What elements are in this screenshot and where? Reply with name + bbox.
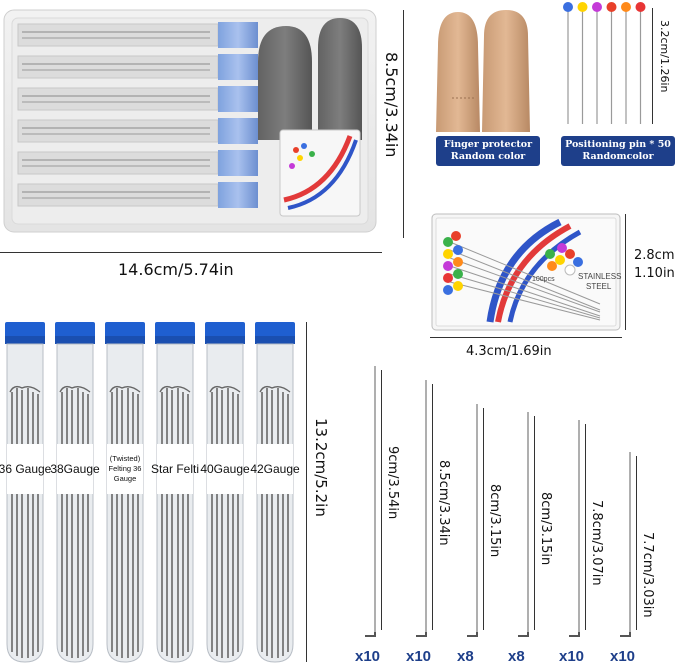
needle-illustration [569, 420, 580, 637]
positioning-pin [635, 2, 646, 124]
pins-illustration [563, 2, 646, 124]
storage-box-width-line [0, 252, 382, 253]
needle-count: x10 [406, 648, 432, 665]
tube-height-label: 13.2cm/5.2in [312, 418, 330, 517]
tube-label: 38Gauge [50, 444, 100, 494]
needle-tube: 36 Gauge [0, 322, 51, 664]
tube-illustration [205, 322, 245, 663]
needle-length-label: 8cm/3.15in [487, 484, 502, 558]
needle-tube: 40Gauge [200, 322, 250, 664]
pin-box: 100pcs STAINLESS STEEL [430, 212, 622, 334]
positioning-pin-label-1: Positioning pin * 50 [565, 139, 671, 150]
needle-illustration [467, 404, 478, 637]
leather-thimbles-illustration [436, 10, 530, 132]
positioning-pin [606, 2, 617, 124]
pin-box-illustration [431, 213, 621, 331]
storage-box-height-line [403, 10, 404, 238]
needle-length-line [381, 370, 382, 630]
needle-length-line [432, 384, 433, 630]
positioning-pin [592, 2, 602, 124]
tube-label: 42Gauge [250, 444, 300, 494]
needle-count: x10 [559, 648, 585, 665]
tube-label: 40Gauge [200, 444, 250, 494]
felting-needle: 8.5cm/3.34in x10 [406, 360, 456, 668]
tube-illustration [105, 322, 145, 663]
needle-length-label: 8cm/3.15in [538, 492, 553, 566]
needle-illustration [365, 366, 376, 637]
pin-box-height-label-2: 1.10in [634, 266, 675, 281]
tube-illustration [5, 322, 45, 663]
needle-length-line [636, 456, 637, 630]
finger-protector-label-1: Finger protector [443, 139, 533, 150]
pin-length-line [652, 8, 653, 124]
needle-illustration [620, 452, 631, 637]
positioning-pins [560, 0, 650, 130]
tube-label: Star Felti [151, 444, 199, 494]
needle-length-label: 8.5cm/3.34in [436, 460, 451, 546]
positioning-pin [563, 2, 573, 124]
storage-box-width-label: 14.6cm/5.74in [118, 260, 234, 279]
felting-needle: 7.7cm/3.03in x10 [610, 360, 660, 668]
needle-length-label: 7.7cm/3.03in [640, 532, 655, 618]
needle-tube: Star Felti [151, 322, 199, 664]
felting-needle: 8cm/3.15in x8 [508, 360, 558, 668]
needle-illustration [518, 412, 529, 637]
pin-box-material-1: STAINLESS [578, 272, 622, 281]
positioning-pin-label-2: Randomcolor [582, 151, 654, 162]
needle-length-line [483, 408, 484, 630]
needle-tube: 42Gauge [250, 322, 300, 664]
pin-box-height-label-1: 2.8cm [634, 248, 675, 263]
needle-count: x10 [355, 648, 381, 665]
needle-tube: 38Gauge [50, 322, 100, 664]
pin-length-label: 3.2cm/1.26in [658, 20, 671, 93]
tube-label: 36 Gauge [0, 444, 51, 494]
pin-box-material-2: STEEL [586, 282, 612, 291]
pin-box-height-line [625, 214, 626, 330]
pin-box-width-label: 4.3cm/1.69in [466, 344, 552, 359]
felting-needle: 9cm/3.54in x10 [355, 360, 405, 668]
finger-protector [428, 6, 538, 136]
needle-illustration [416, 380, 427, 637]
tube-label: (Twisted) Felting 36 Gauge [107, 444, 143, 494]
tube-illustration [155, 322, 195, 663]
tube-illustration [55, 322, 95, 663]
finger-protector-label-2: Random color [450, 151, 526, 162]
needle-count: x10 [610, 648, 636, 665]
needle-tube: (Twisted) Felting 36 Gauge [102, 322, 148, 664]
tube-row [17, 22, 258, 208]
tube-height-line [306, 322, 307, 662]
positioning-pin-badge: Positioning pin * 50 Randomcolor [561, 136, 675, 166]
positioning-pin [621, 2, 631, 124]
felting-needle: 7.8cm/3.07in x10 [559, 360, 609, 668]
needle-length-line [534, 416, 535, 630]
positioning-pin [577, 2, 588, 124]
loose-needles: 9cm/3.54in x10 8.5cm/3.34in x10 8cm/3.15in… [355, 360, 679, 668]
storage-box [0, 0, 380, 240]
needle-count: x8 [457, 648, 474, 665]
pin-box-count: 100pcs [532, 276, 555, 283]
tube-illustration [255, 322, 295, 663]
needle-tubes: 36 Gauge 38Gauge [0, 318, 300, 668]
needle-length-label: 7.8cm/3.07in [589, 500, 604, 586]
finger-protector-badge: Finger protector Random color [436, 136, 540, 166]
needle-length-line [585, 424, 586, 630]
pin-box-width-line [430, 337, 622, 338]
storage-box-illustration [3, 9, 377, 233]
storage-box-height-label: 8.5cm/3.34in [382, 52, 401, 158]
needle-count: x8 [508, 648, 525, 665]
needle-length-label: 9cm/3.54in [385, 446, 400, 520]
felting-needle: 8cm/3.15in x8 [457, 360, 507, 668]
